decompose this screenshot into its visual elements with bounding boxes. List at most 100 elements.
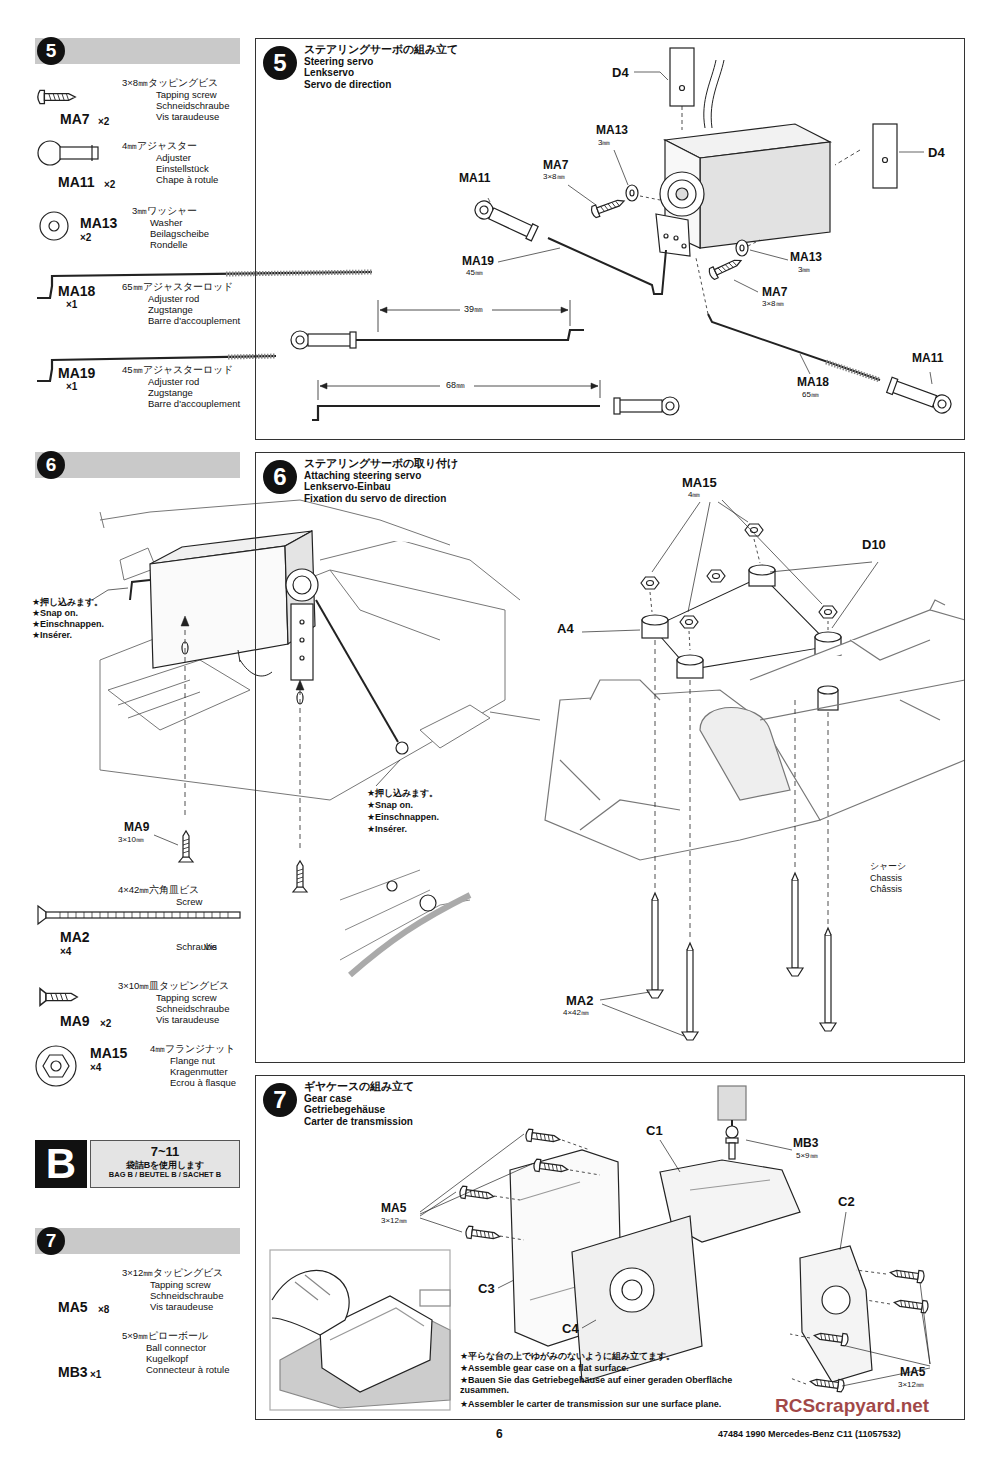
part-name: Flange nut xyxy=(170,1056,215,1066)
part-name: 65㎜アジャスターロッド xyxy=(122,282,233,292)
quantity: ×1 xyxy=(90,1369,101,1380)
dimension: 45㎜ xyxy=(466,269,483,278)
quantity: ×2 xyxy=(100,1018,111,1029)
dimension: 3×12㎜ xyxy=(898,1381,924,1390)
part-code: C4 xyxy=(562,1322,579,1336)
part-name: Chassis xyxy=(870,874,902,884)
part-code: C2 xyxy=(838,1195,855,1209)
footer-text: 6 xyxy=(496,1428,503,1441)
note: ★Assembler le carter de transmission sur… xyxy=(460,1400,760,1410)
step-title-line: Carter de transmission xyxy=(304,1116,414,1128)
dimension: 3×10㎜ xyxy=(118,836,144,845)
part-code: MA11 xyxy=(58,175,95,190)
dimension: 3㎜ xyxy=(798,266,810,275)
note: ★Insérer. xyxy=(32,631,72,641)
part-code: MA9 xyxy=(60,1014,90,1029)
note: ★Insérer. xyxy=(367,825,407,835)
part-code: C3 xyxy=(478,1282,495,1296)
part-code: MA9 xyxy=(124,821,149,834)
bag-letter-box: B xyxy=(35,1140,87,1188)
step-panel: 5ステアリングサーボの組み立てSteering servoLenkservoSe… xyxy=(255,38,965,440)
part-name: Tapping screw xyxy=(150,1280,211,1290)
step-title: ステアリングサーボの組み立てSteering servoLenkservoSer… xyxy=(304,43,458,90)
note: ★Assemble gear case on a flat surface. xyxy=(460,1364,760,1374)
quantity: ×2 xyxy=(98,116,109,127)
part-name: Zugstange xyxy=(148,388,193,398)
part-name: Adjuster xyxy=(156,153,191,163)
note: ★平らな台の上でゆがみのないように組み立てます。 xyxy=(460,1352,760,1362)
quantity: ×4 xyxy=(60,946,71,957)
bag-letter: B xyxy=(35,1140,87,1188)
quantity: ×4 xyxy=(90,1062,101,1073)
part-name: シャーシ xyxy=(870,862,906,872)
part-code: MA19 xyxy=(58,366,95,381)
dimension: 3×12㎜ xyxy=(381,1217,407,1226)
note: ★Snap on. xyxy=(367,801,413,811)
step-title: ステアリングサーボの取り付けAttaching steering servoLe… xyxy=(304,457,458,504)
part-name: Kugelkopf xyxy=(146,1354,188,1364)
step-title-line: Lenkservo-Einbau xyxy=(304,481,458,493)
bag-note-box: 7~11袋詰Bを使用しますBAG B / BEUTEL B / SACHET B xyxy=(90,1140,240,1188)
note: ★Bauen Sie das Getriebegehäuse auf einer… xyxy=(460,1376,760,1396)
bag-note: 7~11 xyxy=(93,1144,237,1160)
step-panel: 6ステアリングサーボの取り付けAttaching steering servoL… xyxy=(255,452,965,1063)
part-name: Tapping screw xyxy=(156,993,217,1003)
part-code: MA5 xyxy=(58,1300,88,1315)
part-name: Schneidschraube xyxy=(150,1291,223,1301)
step-header-bar: 7 xyxy=(35,1228,240,1254)
part-name: Ecrou à flasque xyxy=(170,1078,236,1088)
step-number: 6 xyxy=(37,451,65,479)
dimension: 68㎜ xyxy=(446,381,465,391)
dimension: 4×42㎜ xyxy=(563,1009,589,1018)
step-title-line: Steering servo xyxy=(304,56,458,68)
part-code: MA18 xyxy=(797,376,829,389)
part-name: Châssis xyxy=(870,885,902,895)
dimension: 3㎜ xyxy=(598,139,610,148)
part-code: MA18 xyxy=(58,284,95,299)
part-name: Adjuster rod xyxy=(148,377,199,387)
step-number: 7 xyxy=(263,1083,297,1117)
part-name: 4×42㎜六角皿ビス xyxy=(118,885,199,895)
part-name: Vis taraudeuse xyxy=(156,1015,219,1025)
part-code: MA2 xyxy=(60,930,90,945)
step-number: 7 xyxy=(37,1227,65,1255)
part-code: MA7 xyxy=(60,112,90,127)
part-code: MB3 xyxy=(58,1365,88,1380)
step-title-line: ギヤケースの組み立て xyxy=(304,1080,414,1093)
dimension: 39㎜ xyxy=(464,305,483,315)
part-code: MA13 xyxy=(80,216,117,231)
step-title-line: Fixation du servo de direction xyxy=(304,493,458,505)
part-code: D4 xyxy=(612,66,629,80)
part-name: 3㎜ワッシャー xyxy=(132,206,197,216)
step-number-circle: 6 xyxy=(37,451,65,479)
part-name: 3×8㎜タッピングビス xyxy=(122,78,218,88)
part-code: MA11 xyxy=(459,172,490,185)
part-code: MA15 xyxy=(90,1046,127,1061)
part-name: Vis taraudeuse xyxy=(156,112,219,122)
step-number: 5 xyxy=(37,37,65,65)
part-code: MA5 xyxy=(381,1202,406,1215)
part-code: MA19 xyxy=(462,255,494,268)
part-name: Barre d'accouplement xyxy=(148,399,240,409)
step-title-line: Lenkservo xyxy=(304,67,458,79)
part-code: MA15 xyxy=(682,476,717,490)
part-name: Schneidschraube xyxy=(156,101,229,111)
part-name: 4㎜フランジナット xyxy=(150,1044,235,1054)
part-name: Vis taraudeuse xyxy=(150,1302,213,1312)
part-code: MA13 xyxy=(790,251,822,264)
step-title-line: Getriebegehäuse xyxy=(304,1104,414,1116)
step-title-line: Servo de direction xyxy=(304,79,458,91)
part-name: Adjuster rod xyxy=(148,294,199,304)
part-name: Washer xyxy=(150,218,182,228)
part-code: C1 xyxy=(646,1124,663,1138)
step-header-bar: 6 xyxy=(35,452,240,478)
quantity: ×1 xyxy=(66,299,77,310)
part-name: Zugstange xyxy=(148,305,193,315)
part-code: D4 xyxy=(928,146,945,160)
step-title-line: Attaching steering servo xyxy=(304,470,458,482)
note: ★押し込みます。 xyxy=(367,789,438,799)
part-code: MA7 xyxy=(762,286,787,299)
footer-text: 47484 1990 Mercedes-Benz C11 (11057532) xyxy=(718,1430,901,1440)
step-header-bar: 5 xyxy=(35,38,240,64)
